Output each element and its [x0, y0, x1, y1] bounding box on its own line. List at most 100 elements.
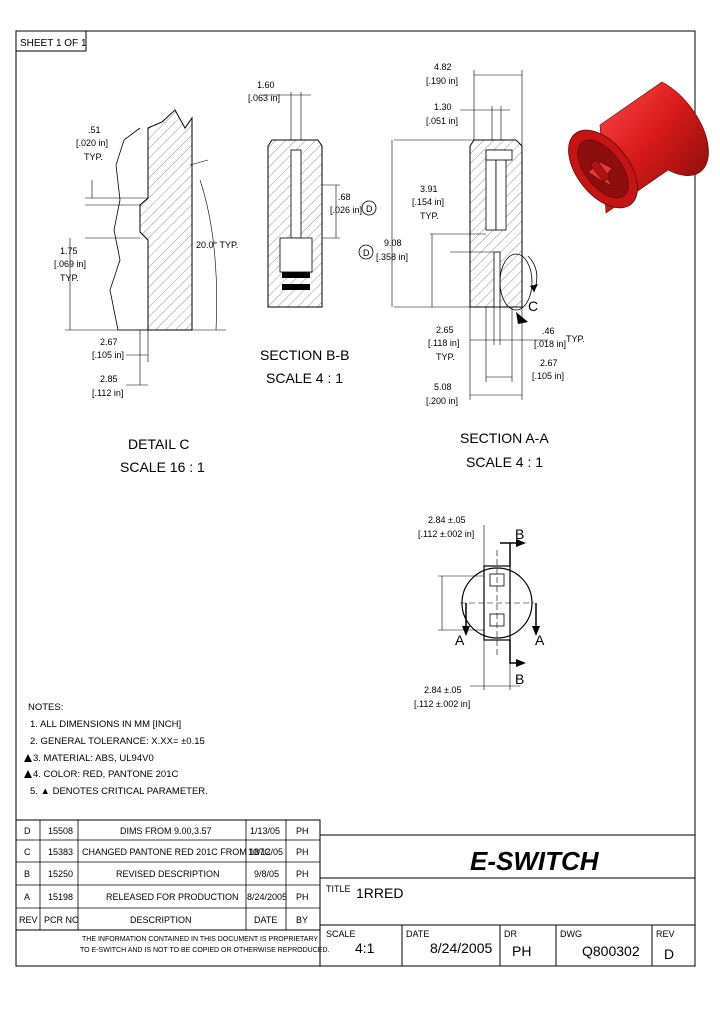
detail-c-angle: 20.0° TYP. [196, 240, 238, 250]
detail-c-dim4: 2.85 [100, 374, 118, 384]
section-marker-a-right: A [535, 632, 545, 648]
section-aa-detail-ref: C [528, 298, 538, 314]
section-bb-dim2-in: [.026 in] [330, 205, 362, 215]
rev-value: D [664, 946, 674, 962]
section-bb-view: 1.60 [.063 in] .68 [.026 in] D SECTION B… [248, 80, 377, 386]
by-cell: PH [296, 892, 309, 902]
detail-c-scale: SCALE 16 : 1 [120, 459, 205, 475]
section-bb-scale: SCALE 4 : 1 [266, 370, 343, 386]
section-bb-title: SECTION B-B [260, 347, 349, 363]
date-cell: 1/13/05 [250, 826, 280, 836]
section-aa-dim5-typ: TYP. [436, 352, 455, 362]
top-view-dim1-in: [.112 ±.002 in] [418, 529, 474, 539]
section-marker-b-bottom: B [515, 671, 524, 687]
note-5: 5. ▲ DENOTES CRITICAL PARAMETER. [30, 786, 208, 797]
by-cell: PH [296, 847, 309, 857]
date-cell: 9/8/05 [254, 869, 279, 879]
desc-cell: CHANGED PANTONE RED 201C FROM 187C [82, 847, 271, 857]
section-aa-dim1-in: [.190 in] [426, 76, 458, 86]
dr-label: DR [504, 929, 517, 939]
section-aa-dim1: 4.82 [434, 62, 452, 72]
date-cell: 10/12/05 [248, 847, 283, 857]
revision-table: D 15508 DIMS FROM 9.00,3.57 1/13/05 PH C… [15, 819, 321, 931]
pcr-cell: 15250 [48, 869, 73, 879]
dwg-label: DWG [560, 929, 582, 939]
section-aa-view: C 4.82 [.190 in] 1.30 [.051 in] 3.91 [.1… [358, 62, 585, 470]
section-bb-dim2: .68 [338, 192, 351, 202]
section-aa-title: SECTION A-A [460, 430, 549, 446]
section-aa-dim3-in: [.154 in] [412, 197, 444, 207]
rev-cell: C [24, 847, 31, 857]
detail-c-section-shape [139, 109, 193, 331]
section-aa-crit: D [363, 248, 370, 258]
by-cell: PH [296, 869, 309, 879]
pcr-cell: 15383 [48, 847, 73, 857]
scale-label: SCALE [326, 929, 356, 939]
title-block: E-SWITCH TITLE 1RRED SCALE 4:1 DATE 8/24… [319, 834, 695, 966]
section-aa-dim5-in: [.118 in] [428, 338, 459, 348]
rev-label: REV [656, 929, 675, 939]
top-view-dim1: 2.84 ±.05 [428, 515, 465, 525]
dr-value: PH [512, 943, 531, 959]
section-aa-dim6-typ: TYP. [566, 334, 585, 344]
detail-c-dim2: 1.75 [60, 246, 78, 256]
sheet-label: SHEET 1 OF 1 [20, 38, 87, 49]
pcr-header: PCR NO [44, 915, 79, 925]
critical-triangle-icon [24, 770, 32, 778]
note-2: 2. GENERAL TOLERANCE: X.XX= ±0.15 [30, 736, 205, 747]
detail-c-view: .51 [.020 in] TYP. 1.75 [.069 in] TYP. 2… [54, 109, 238, 475]
critical-triangle-icon [24, 754, 32, 762]
by-cell: PH [296, 826, 309, 836]
detail-c-break-line [109, 127, 148, 331]
part-title: 1RRED [356, 885, 403, 901]
section-aa-dim3-typ: TYP. [420, 211, 439, 221]
detail-c-title: DETAIL C [128, 436, 189, 452]
desc-cell: REVISED DESCRIPTION [116, 869, 220, 879]
scale-value: 4:1 [355, 940, 375, 956]
section-aa-dim3: 3.91 [420, 184, 438, 194]
detail-c-dim4-in: [.112 in] [92, 388, 123, 398]
top-view-dim2: 2.84 ±.05 [424, 685, 461, 695]
section-aa-dim8-in: [.200 in] [426, 396, 458, 406]
note-3: 3. MATERIAL: ABS, UL94V0 [33, 753, 154, 764]
detail-c-dim1-typ: TYP. [84, 152, 103, 162]
detail-c-dim3-in: [.105 in] [92, 350, 124, 360]
date-header: DATE [254, 915, 277, 925]
part-3d-render [568, 81, 709, 214]
section-aa-dim2-in: [.051 in] [426, 116, 458, 126]
section-aa-dim4: 9.08 [384, 238, 402, 248]
detail-c-dim1: .51 [88, 125, 101, 135]
critical-d-symbol [358, 244, 374, 260]
section-aa-scale: SCALE 4 : 1 [466, 454, 543, 470]
pcr-cell: 15198 [48, 892, 73, 902]
section-bb-dim1-in: [.063 in] [248, 93, 280, 103]
note-4: 4. COLOR: RED, PANTONE 201C [33, 769, 178, 780]
sheet-border [15, 30, 696, 967]
detail-c-dim2-in: [.069 in] [54, 259, 86, 269]
dwg-value: Q800302 [582, 943, 640, 959]
notes-block: NOTES: 1. ALL DIMENSIONS IN MM [INCH] 2.… [24, 702, 208, 797]
critical-d-symbol [361, 200, 377, 216]
detail-c-dim1-in: [.020 in] [76, 138, 108, 148]
rev-header: REV [19, 915, 38, 925]
section-aa-dim5: 2.65 [436, 325, 454, 335]
rev-cell: A [24, 892, 30, 902]
pcr-cell: 15508 [48, 826, 73, 836]
top-view-dim2-in: [.112 ±.002 in] [414, 699, 470, 709]
note-1: 1. ALL DIMENSIONS IN MM [INCH] [30, 719, 181, 730]
section-aa-dim7: 2.67 [540, 358, 558, 368]
title-label: TITLE [326, 884, 351, 894]
section-aa-dim7-in: [.105 in] [532, 371, 564, 381]
date-value: 8/24/2005 [430, 940, 492, 956]
desc-cell: RELEASED FOR PRODUCTION [106, 892, 239, 902]
detail-c-dim2-typ: TYP. [60, 273, 79, 283]
section-aa-dim6-in: [.018 in] [534, 339, 566, 349]
proprietary-line-2: TO E-SWITCH AND IS NOT TO BE COPIED OR O… [80, 947, 329, 954]
desc-header: DESCRIPTION [130, 915, 192, 925]
section-bb-dim1: 1.60 [257, 80, 275, 90]
desc-cell: DIMS FROM 9.00,3.57 [120, 826, 212, 836]
detail-c-callout [499, 253, 533, 311]
notes-heading: NOTES: [28, 702, 63, 713]
sheet-box [15, 30, 87, 52]
rev-cell: D [24, 826, 31, 836]
